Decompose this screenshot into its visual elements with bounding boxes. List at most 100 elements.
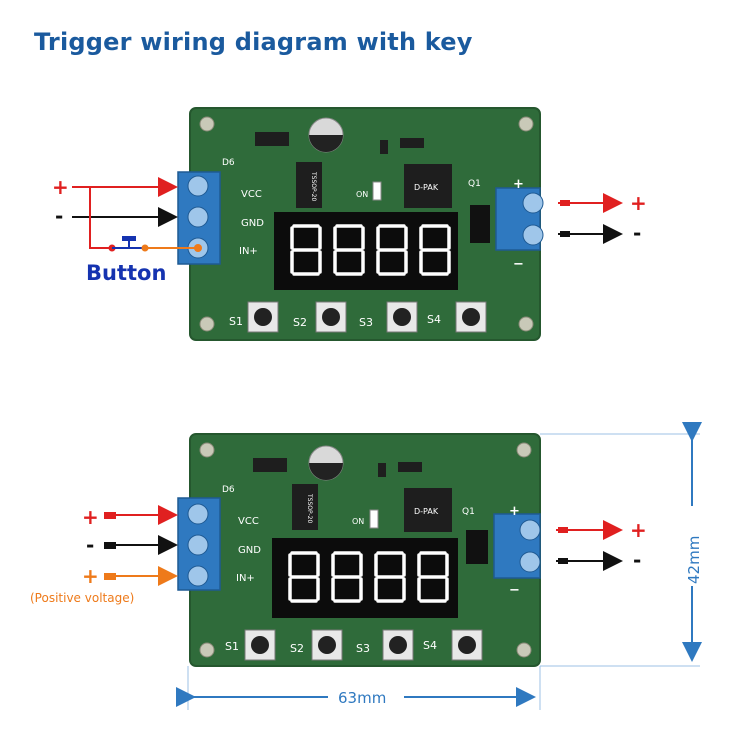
output-minus-sign: - [633, 548, 641, 572]
screw-terminal-icon [187, 565, 209, 587]
output-plus-label: + [509, 504, 520, 519]
dpak-label: D-PAK [414, 507, 439, 516]
input-minus-sign: - [55, 204, 63, 228]
mounting-hole-icon [518, 316, 534, 332]
switch-cap [458, 636, 476, 654]
gnd-label: GND [241, 218, 264, 229]
diode-icon [255, 132, 289, 146]
s4-label: S4 [427, 313, 441, 326]
signal-contact [194, 244, 202, 252]
vcc-label: VCC [238, 516, 259, 527]
q1-label: Q1 [462, 507, 475, 517]
mounting-hole-icon [199, 116, 215, 132]
screw-terminal-icon [187, 175, 209, 197]
smd-resistor [378, 463, 386, 477]
on-label: ON [356, 190, 368, 199]
mosfet-icon [404, 488, 452, 532]
screw-terminal-icon [522, 192, 544, 214]
input-signal-sign: + [82, 564, 99, 588]
dimension-lines: 42mm 63mm [176, 422, 704, 710]
tactile-switch-row: S1 S2 S3 S4 [229, 301, 487, 333]
d6-label: D6 [222, 485, 235, 495]
s4-label: S4 [423, 639, 437, 652]
on-label: ON [352, 517, 364, 526]
board-top: D6 TSSOP-20 ON D-PAK Q1 [177, 107, 544, 341]
switch-cap [462, 308, 480, 326]
smd-chip [398, 462, 422, 472]
screw-terminal-icon [519, 519, 541, 541]
digit-3 [376, 224, 408, 276]
display-digits [288, 551, 449, 603]
board-bottom-input-wiring: + - + (Positive voltage) [30, 505, 178, 605]
gnd-label: GND [238, 545, 261, 556]
display-digits [290, 224, 451, 276]
capacitor-marking [309, 135, 343, 152]
screw-terminal-icon [187, 503, 209, 525]
input-minus-sign: - [86, 533, 94, 557]
mounting-hole-icon [516, 442, 532, 458]
s3-label: S3 [356, 642, 370, 655]
digit-3 [374, 551, 406, 603]
screw-terminal-icon [519, 551, 541, 573]
mosfet-icon [404, 164, 452, 208]
button-label: Button [86, 261, 166, 285]
input-plus-sign: + [82, 505, 99, 529]
smd-chip [400, 138, 424, 148]
in-plus-label: IN+ [239, 246, 258, 257]
digit-2 [333, 224, 365, 276]
d6-label: D6 [222, 158, 235, 168]
output-minus-label: − [509, 583, 520, 598]
page-title: Trigger wiring diagram with key [34, 28, 473, 56]
screw-terminal-icon [187, 206, 209, 228]
digit-1 [290, 224, 322, 276]
digit-2 [331, 551, 363, 603]
s1-label: S1 [229, 315, 243, 328]
width-label-box [328, 684, 404, 710]
output-plus-sign: + [630, 191, 647, 215]
digit-4 [419, 224, 451, 276]
tssop-label: TSSOP-20 [306, 493, 313, 523]
s2-label: S2 [293, 316, 307, 329]
switch-cap [251, 636, 269, 654]
digit-4 [417, 551, 449, 603]
dpak-label: D-PAK [414, 183, 439, 192]
smd-resistor [380, 140, 388, 154]
screw-terminal-icon [187, 534, 209, 556]
tssop-label: TSSOP-20 [310, 171, 317, 201]
switch-cap [393, 308, 411, 326]
output-minus-label: − [513, 257, 524, 272]
board-top-input-wiring: + - Button [52, 175, 202, 285]
in-plus-label: IN+ [236, 573, 255, 584]
board-top-output-wiring: + - [558, 191, 647, 245]
q1-label: Q1 [468, 179, 481, 189]
smd-diode [466, 530, 488, 564]
mounting-hole-icon [199, 316, 215, 332]
output-plus-label: + [513, 177, 524, 192]
vcc-label: VCC [241, 189, 262, 200]
output-plus-sign: + [630, 518, 647, 542]
wire-tip [558, 558, 568, 564]
input-plus-sign: + [52, 175, 69, 199]
s3-label: S3 [359, 316, 373, 329]
s2-label: S2 [290, 642, 304, 655]
mounting-hole-icon [516, 642, 532, 658]
board-bottom-output-wiring: + - [556, 518, 647, 572]
capacitor-marking [309, 463, 343, 480]
diode-icon [253, 458, 287, 472]
led-icon [369, 509, 379, 529]
button-feed-wire [89, 187, 112, 249]
switch-cap [254, 308, 272, 326]
digit-1 [288, 551, 320, 603]
wire-tip [560, 231, 570, 237]
width-label: 63mm [338, 689, 386, 707]
s1-label: S1 [225, 640, 239, 653]
height-label: 42mm [685, 536, 703, 584]
switch-cap [318, 636, 336, 654]
push-button-cap [122, 236, 136, 241]
smd-diode [470, 205, 490, 243]
screw-terminal-icon [522, 224, 544, 246]
tssop-chip [292, 484, 318, 530]
board-bottom: D6 TSSOP-20 ON D-PAK Q1 [177, 433, 541, 667]
signal-label: (Positive voltage) [30, 591, 134, 605]
